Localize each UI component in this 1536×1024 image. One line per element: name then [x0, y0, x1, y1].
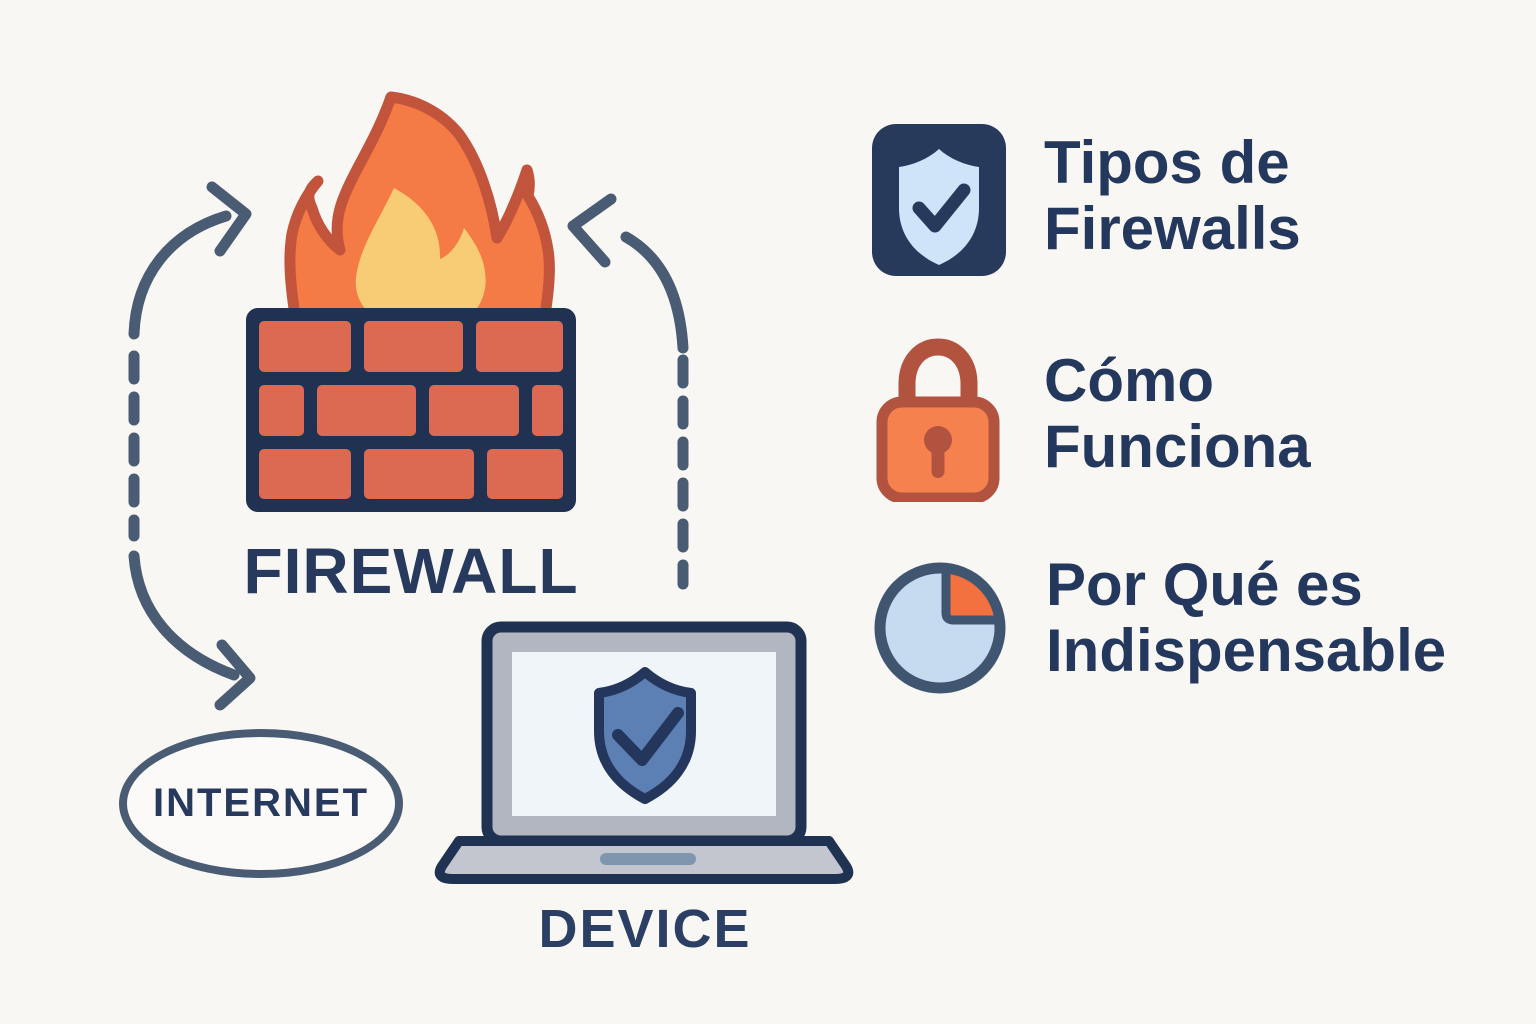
lock-keyhole-stem	[931, 444, 945, 478]
pie-slice	[941, 564, 1004, 625]
screen-shield-check	[612, 707, 684, 766]
firewall-label: FIREWALL	[243, 535, 579, 607]
left-arrow-bottom-head	[214, 639, 256, 711]
right-arrow-head	[567, 193, 617, 268]
device-label: DEVICE	[538, 899, 752, 959]
padlock-icon	[876, 338, 1000, 502]
left-arrow	[128, 181, 256, 711]
flame-icon	[284, 91, 555, 328]
topic-line: Por Qué es	[1046, 551, 1363, 618]
bricks	[259, 321, 563, 499]
pie-chart-icon	[874, 562, 1006, 694]
topic-item-tipos-de-firewalls: Tipos de Firewalls	[872, 124, 1301, 276]
laptop-icon	[434, 621, 854, 884]
internet-node: INTERNET	[119, 729, 403, 878]
left-arrow-bottom-curve	[128, 550, 240, 681]
brick-wall-icon	[246, 308, 576, 512]
topic-line: Tipos de	[1044, 129, 1290, 196]
right-arrow-curve	[620, 231, 689, 354]
right-arrow	[567, 193, 689, 590]
flame-inner	[355, 188, 486, 322]
screen-shield-check-icon	[594, 667, 696, 804]
topic-item-como-funciona: Cómo Funciona	[876, 330, 1311, 502]
left-arrow-top-curve	[128, 210, 232, 340]
laptop-trackpad-bar	[600, 853, 696, 865]
lock-shackle	[898, 338, 978, 416]
internet-label: INTERNET	[153, 781, 369, 825]
left-arrow-top-head	[206, 181, 252, 257]
topic-line: Indispensable	[1046, 617, 1447, 684]
topic-line: Cómo	[1044, 347, 1214, 414]
lock-keyhole-circle	[924, 426, 952, 454]
badge-shield	[899, 149, 979, 265]
topic-line: Firewalls	[1044, 195, 1301, 262]
shield-check-badge-icon	[872, 124, 1006, 276]
topic-item-por-que-es-indispensable: Por Qué es Indispensable	[868, 552, 1447, 700]
screen-shield	[594, 667, 696, 804]
topic-line: Funciona	[1044, 413, 1311, 480]
badge-check	[912, 183, 971, 233]
